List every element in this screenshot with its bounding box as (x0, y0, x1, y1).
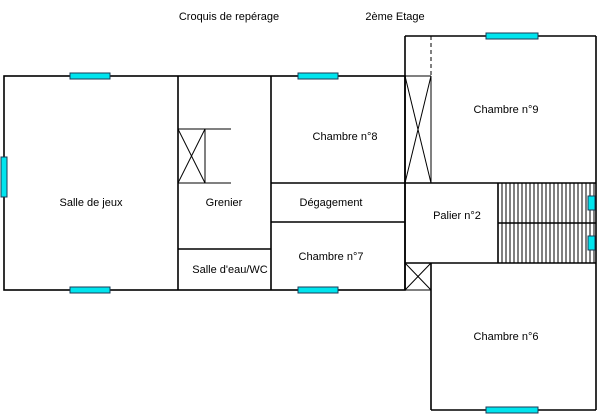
window-salle-jeux-top (69, 72, 111, 80)
room-label-chambre-8: Chambre n°8 (313, 131, 378, 143)
shaft-palier (404, 262, 432, 291)
window-chambre7-bottom (297, 286, 339, 294)
window-salle-jeux-left (0, 156, 8, 198)
room-label-chambre-7: Chambre n°7 (299, 251, 364, 263)
room-label-salle-de-jeux: Salle de jeux (60, 197, 123, 209)
plan-title: Croquis de repérage (179, 11, 279, 23)
window-salle-jeux-bottom (69, 286, 111, 294)
window-stairs-lower (587, 235, 596, 251)
room-label-grenier: Grenier (206, 197, 243, 209)
shaft-grenier (177, 128, 231, 184)
window-chambre6-bottom (485, 406, 539, 414)
window-chambre8-top (297, 72, 339, 80)
staircase-lower (501, 223, 595, 263)
room-label-chambre-6: Chambre n°6 (474, 331, 539, 343)
right-block-walls (404, 35, 597, 411)
shaft-chambre9 (404, 75, 432, 184)
floor-label: 2ème Etage (365, 11, 424, 23)
room-label-chambre-9: Chambre n°9 (474, 104, 539, 116)
windows (0, 32, 596, 414)
window-stairs-upper (587, 195, 596, 211)
window-chambre9-top (485, 32, 539, 40)
room-label-degagement: Dégagement (300, 197, 363, 209)
room-label-palier-2: Palier n°2 (433, 210, 481, 222)
staircase-upper (501, 183, 595, 223)
room-label-salle-eau-wc: Salle d'eau/WC (192, 264, 268, 276)
